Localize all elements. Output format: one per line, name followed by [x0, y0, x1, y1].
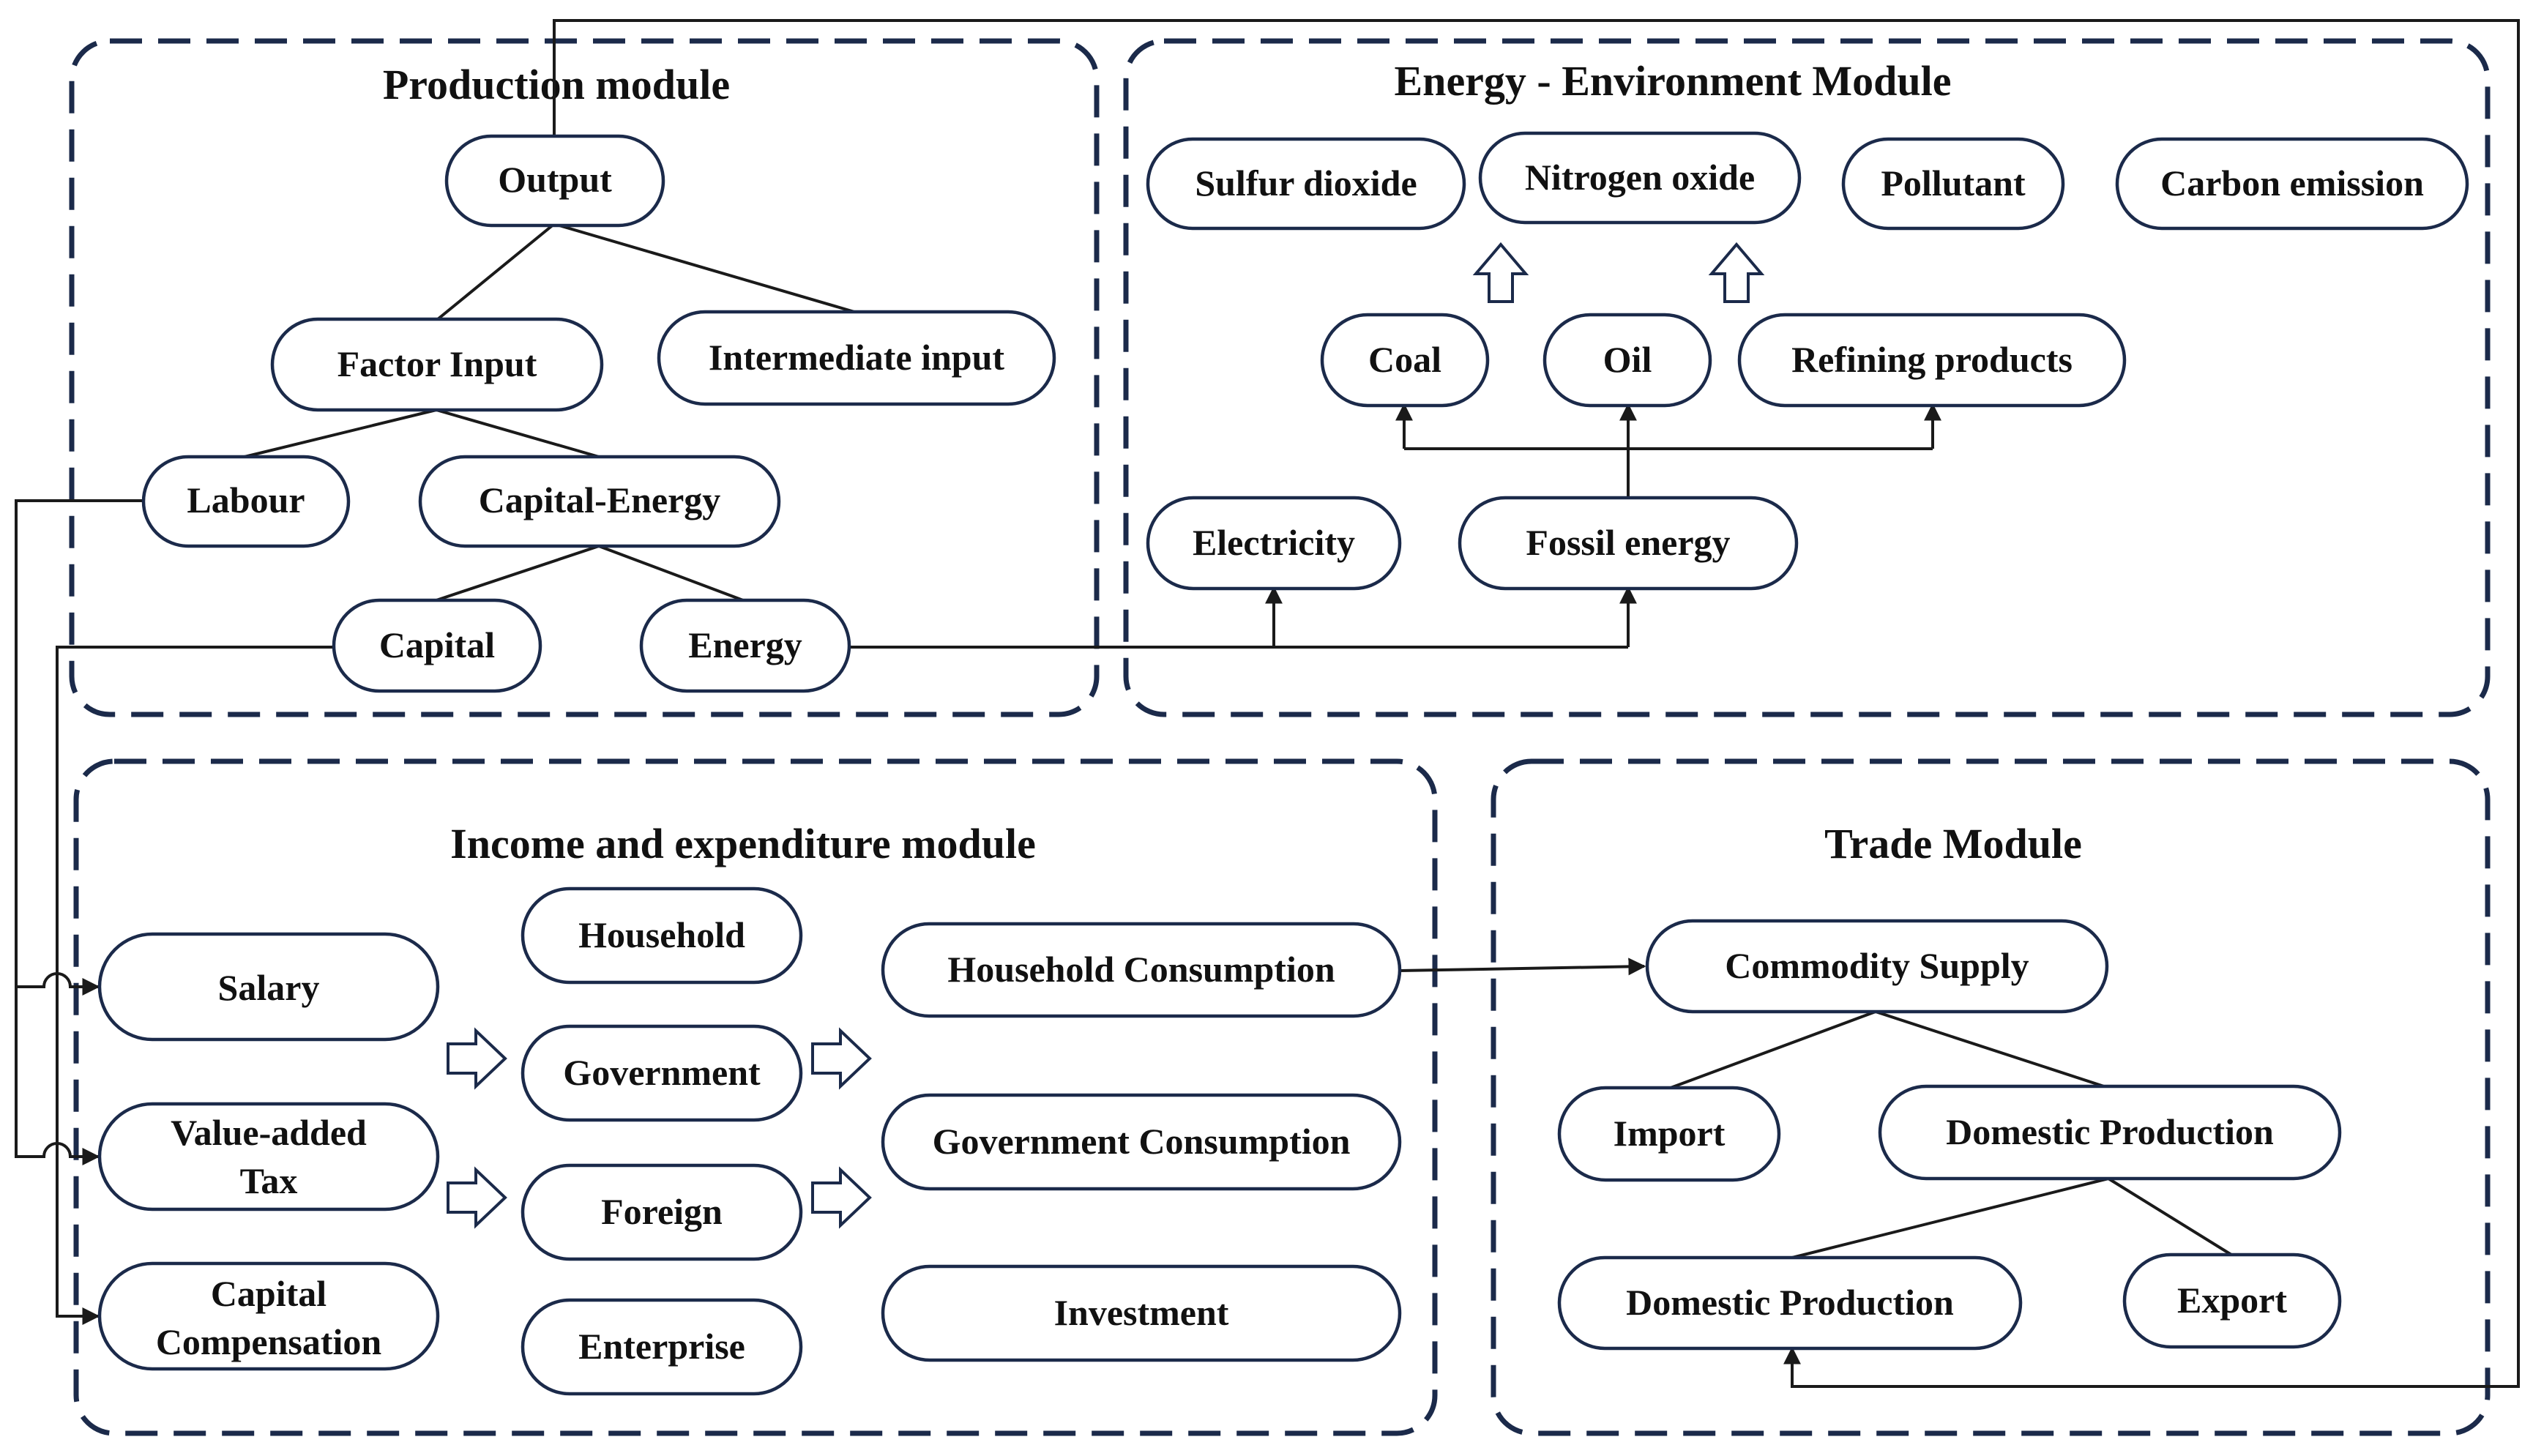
node-pollutant: Pollutant	[1841, 137, 2065, 231]
node-nitrogen-oxide: Nitrogen oxide	[1478, 131, 1802, 225]
svg-text:Refining products: Refining products	[1791, 339, 2073, 380]
node-government: Government	[521, 1024, 803, 1122]
node-domestic-production-lower: Domestic Production	[1557, 1255, 2023, 1351]
node-salary: Salary	[97, 932, 440, 1042]
node-enterprise: Enterprise	[521, 1298, 803, 1396]
node-labour: Labour	[141, 455, 351, 548]
svg-text:Coal: Coal	[1368, 339, 1441, 380]
fossil-energy-branches	[1395, 403, 1941, 498]
node-carbon-emission: Carbon emission	[2115, 137, 2469, 231]
svg-text:Factor Input: Factor Input	[337, 343, 537, 384]
trade-tree-lines	[1670, 1010, 2233, 1259]
svg-text:Government: Government	[563, 1052, 761, 1093]
svg-text:Compensation: Compensation	[156, 1321, 382, 1362]
node-factor-input: Factor Input	[270, 317, 604, 412]
node-capital-compensation: Capital Compensation	[97, 1261, 440, 1371]
svg-text:Household: Household	[578, 914, 745, 955]
node-output: Output	[444, 134, 665, 228]
hollow-right-arrow-1	[447, 1027, 507, 1090]
production-module-box	[69, 38, 1100, 717]
node-import: Import	[1557, 1086, 1781, 1182]
node-value-added-tax: Value-added Tax	[97, 1102, 440, 1212]
hollow-right-arrow-3	[811, 1027, 872, 1090]
node-energy: Energy	[639, 598, 851, 693]
svg-text:Capital: Capital	[211, 1273, 327, 1314]
svg-text:Government Consumption: Government Consumption	[933, 1121, 1351, 1162]
svg-text:Tax: Tax	[240, 1160, 298, 1201]
svg-text:Oil: Oil	[1603, 339, 1652, 380]
node-commodity-supply: Commodity Supply	[1645, 919, 2109, 1014]
node-government-consumption: Government Consumption	[881, 1093, 1402, 1191]
node-capital-energy: Capital-Energy	[418, 455, 781, 548]
energy-environment-module-box	[1123, 38, 2491, 717]
svg-text:Energy: Energy	[688, 624, 802, 665]
consumption-to-supply-link	[1399, 957, 1646, 976]
svg-text:Nitrogen oxide: Nitrogen oxide	[1525, 157, 1755, 198]
hollow-right-arrow-4	[811, 1166, 872, 1229]
svg-text:Enterprise: Enterprise	[578, 1326, 745, 1367]
svg-text:Capital: Capital	[379, 624, 495, 665]
svg-text:Commodity Supply: Commodity Supply	[1725, 945, 2029, 986]
node-export: Export	[2122, 1252, 2342, 1349]
production-tree-lines	[244, 223, 855, 602]
node-investment: Investment	[881, 1264, 1402, 1362]
hollow-up-arrow-coal	[1472, 242, 1529, 303]
svg-text:Intermediate input: Intermediate input	[709, 337, 1005, 378]
trade-module-box	[1491, 758, 2491, 1436]
svg-text:Capital-Energy: Capital-Energy	[479, 479, 721, 520]
svg-text:Fossil energy: Fossil energy	[1526, 522, 1730, 563]
svg-text:Domestic Production: Domestic Production	[1946, 1111, 2274, 1152]
svg-text:Export: Export	[2177, 1280, 2287, 1321]
node-foreign: Foreign	[521, 1163, 803, 1261]
svg-text:Pollutant: Pollutant	[1881, 163, 2026, 204]
svg-text:Value-added: Value-added	[171, 1112, 367, 1153]
output-to-domestic-production-loop	[553, 19, 2520, 1388]
svg-text:Labour: Labour	[187, 479, 305, 520]
svg-text:Electricity: Electricity	[1193, 522, 1355, 563]
energy-environment-module-title: Energy - Environment Module	[1395, 57, 1952, 105]
svg-text:Sulfur dioxide: Sulfur dioxide	[1195, 163, 1417, 204]
energy-links	[849, 586, 1637, 649]
node-fossil-energy: Fossil energy	[1458, 496, 1799, 591]
svg-text:Investment: Investment	[1054, 1292, 1229, 1333]
hollow-right-arrow-2	[447, 1166, 507, 1229]
factor-income-links	[15, 499, 334, 1325]
node-refining-products: Refining products	[1737, 313, 2127, 408]
svg-text:Salary: Salary	[218, 967, 320, 1008]
node-electricity: Electricity	[1146, 496, 1402, 591]
trade-module-title: Trade Module	[1824, 820, 2082, 867]
node-intermediate-input: Intermediate input	[657, 310, 1056, 406]
svg-text:Household Consumption: Household Consumption	[947, 949, 1335, 990]
svg-text:Output: Output	[498, 159, 612, 200]
income-expenditure-module-box	[73, 758, 1438, 1436]
svg-text:Carbon emission: Carbon emission	[2160, 163, 2424, 204]
income-expenditure-module-title: Income and expenditure module	[450, 820, 1036, 867]
hollow-up-arrow-oil	[1708, 242, 1765, 303]
node-capital: Capital	[332, 598, 542, 693]
node-coal: Coal	[1320, 313, 1490, 408]
node-oil: Oil	[1542, 313, 1712, 408]
node-sulfur-dioxide: Sulfur dioxide	[1146, 137, 1466, 231]
svg-text:Import: Import	[1614, 1113, 1726, 1154]
svg-text:Foreign: Foreign	[601, 1191, 723, 1232]
production-module-title: Production module	[383, 61, 730, 108]
node-household: Household	[521, 886, 803, 985]
svg-text:Domestic Production: Domestic Production	[1626, 1282, 1954, 1323]
node-household-consumption: Household Consumption	[881, 922, 1402, 1018]
node-domestic-production-upper: Domestic Production	[1878, 1084, 2342, 1181]
